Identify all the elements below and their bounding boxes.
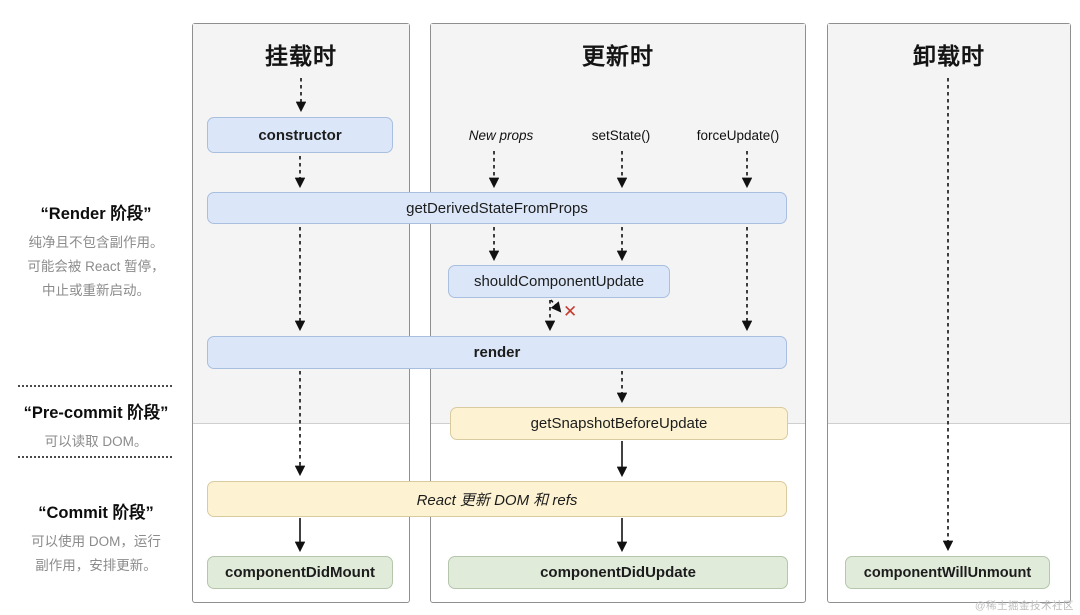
precommit-phase-description: 可以读取 DOM。	[44, 434, 148, 449]
component-did-mount-box: componentDidMount	[207, 556, 393, 589]
render-phase-description: 纯净且不包含副作用。 可能会被 React 暂停， 中止或重新启动。	[27, 235, 165, 298]
component-will-unmount-box: componentWillUnmount	[845, 556, 1050, 589]
commit-phase-label: “Commit 阶段” 可以使用 DOM，运行 副作用，安排更新。	[10, 499, 182, 578]
unmounting-column-title: 卸载时	[913, 43, 985, 69]
unmounting-column: 卸载时	[827, 23, 1071, 603]
render-box: render	[207, 336, 787, 369]
commit-phase-description: 可以使用 DOM，运行 副作用，安排更新。	[31, 534, 161, 573]
setstate-label: setState()	[591, 128, 651, 143]
component-did-update-box: componentDidUpdate	[448, 556, 788, 589]
new-props-label: New props	[468, 128, 534, 143]
precommit-phase-title: “Pre-commit 阶段”	[23, 404, 169, 422]
react-updates-dom-box: React 更新 DOM 和 refs	[207, 481, 787, 517]
updating-column-title: 更新时	[582, 43, 654, 69]
mounting-column-title: 挂载时	[265, 43, 337, 69]
watermark: @稀土掘金技术社区	[974, 600, 1074, 612]
render-phase-background	[828, 24, 1070, 424]
commit-phase-title: “Commit 阶段”	[38, 504, 154, 522]
abort-x-icon: ✕	[563, 302, 578, 321]
constructor-box: constructor	[207, 117, 393, 153]
get-derived-state-from-props-box: getDerivedStateFromProps	[207, 192, 787, 224]
phase-divider	[18, 456, 172, 458]
render-phase-title: “Render 阶段”	[40, 205, 152, 223]
phase-divider	[18, 385, 172, 387]
get-snapshot-before-update-box: getSnapshotBeforeUpdate	[450, 407, 788, 440]
should-component-update-box: shouldComponentUpdate	[448, 265, 670, 298]
forceupdate-label: forceUpdate()	[696, 128, 780, 143]
precommit-phase-label: “Pre-commit 阶段” 可以读取 DOM。	[10, 399, 182, 454]
render-phase-label: “Render 阶段” 纯净且不包含副作用。 可能会被 React 暂停， 中止…	[10, 200, 182, 303]
